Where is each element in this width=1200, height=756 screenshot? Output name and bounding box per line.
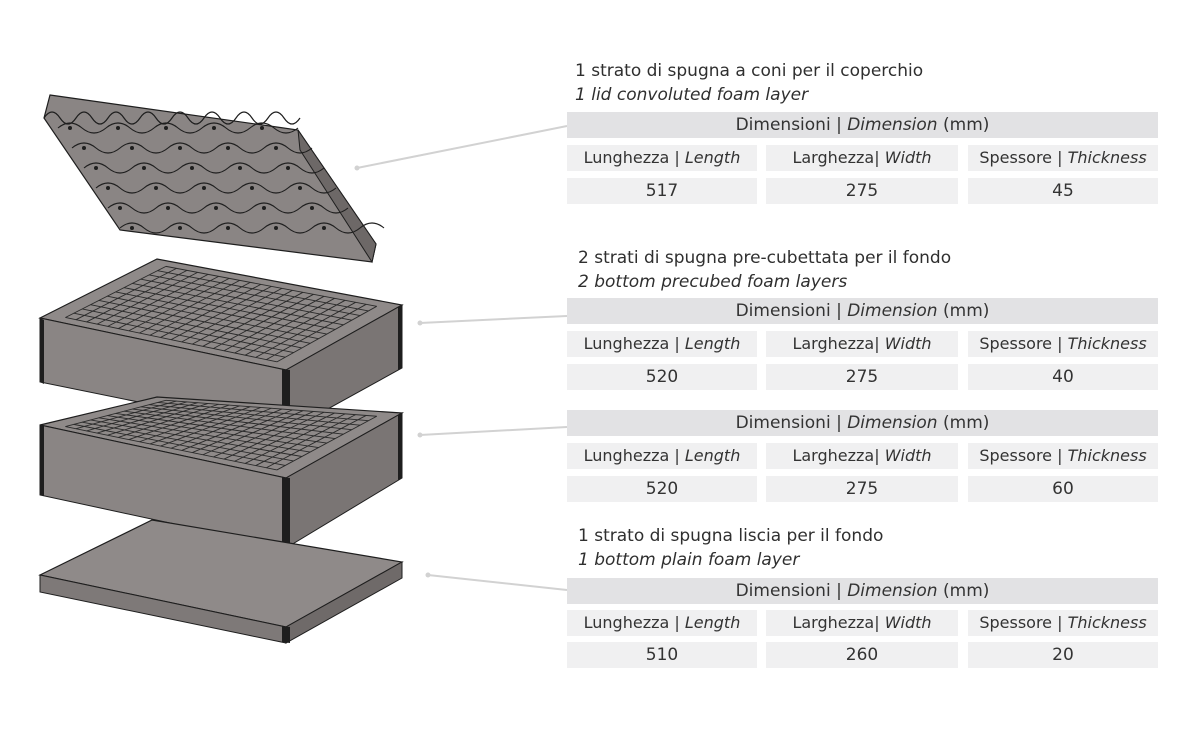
layer-plain-title-en: 1 bottom plain foam layer <box>578 550 800 570</box>
leader-dot-precubed-1 <box>417 320 423 326</box>
precubed-2-length-value: 520 <box>567 476 757 502</box>
precubed-1-thickness-label: Spessore | Thickness <box>968 331 1158 357</box>
plain-thickness-value: 20 <box>968 642 1158 668</box>
plain-length-value: 510 <box>567 642 757 668</box>
precubed-2-length-label: Lunghezza | Length <box>567 443 757 469</box>
precubed-2-width-label: Larghezza| Width <box>766 443 958 469</box>
lid-width-label: Larghezza| Width <box>766 145 958 171</box>
layer-precubed-title-it: 2 strati di spugna pre-cubettata per il … <box>578 248 952 268</box>
header-it: Dimensioni | <box>735 115 842 135</box>
plain-foam-icon <box>38 519 404 644</box>
plain-length-label: Lunghezza | Length <box>567 610 757 636</box>
leader-line-plain <box>427 574 568 591</box>
precubed-2-dimension-header: Dimensioni | Dimension (mm) <box>567 410 1158 436</box>
layer-lid-title-en: 1 lid convoluted foam layer <box>575 85 809 105</box>
precubed-2-thickness-label: Spessore | Thickness <box>968 443 1158 469</box>
leader-dot-plain <box>425 572 431 578</box>
precubed-1-length-value: 520 <box>567 364 757 390</box>
precubed-2-thickness-value: 60 <box>968 476 1158 502</box>
plain-thickness-label: Spessore | Thickness <box>968 610 1158 636</box>
header-unit: (mm) <box>943 115 990 135</box>
leader-dot-lid <box>354 165 360 171</box>
leader-dot-precubed-2 <box>417 432 423 438</box>
leader-line-lid <box>356 125 568 169</box>
layer-lid-title-it: 1 strato di spugna a coni per il coperch… <box>575 61 924 81</box>
leader-line-precubed-1 <box>419 315 568 324</box>
lid-length-value: 517 <box>567 178 757 204</box>
leader-lines <box>354 125 568 591</box>
precubed-2-width-value: 275 <box>766 476 958 502</box>
plain-width-label: Larghezza| Width <box>766 610 958 636</box>
precubed-1-length-label: Lunghezza | Length <box>567 331 757 357</box>
precubed-foam-layer-2-icon <box>39 396 405 549</box>
lid-convoluted-foam-icon <box>43 94 385 264</box>
lid-thickness-value: 45 <box>968 178 1158 204</box>
lid-dimension-header: Dimensioni | Dimension (mm) <box>567 112 1158 138</box>
lid-length-label: Lunghezza | Length <box>567 145 757 171</box>
layer-precubed-caption: 2 strati di spugna pre-cubettata per il … <box>578 246 951 294</box>
precubed-1-thickness-value: 40 <box>968 364 1158 390</box>
plain-width-value: 260 <box>766 642 958 668</box>
leader-line-precubed-2 <box>419 426 568 436</box>
plain-dimension-header: Dimensioni | Dimension (mm) <box>567 578 1158 604</box>
precubed-1-dimension-header: Dimensioni | Dimension (mm) <box>567 298 1158 324</box>
layer-lid-caption: 1 strato di spugna a coni per il coperch… <box>575 59 923 107</box>
layer-precubed-title-en: 2 bottom precubed foam layers <box>578 272 848 292</box>
layer-plain-caption: 1 strato di spugna liscia per il fondo 1… <box>578 524 883 572</box>
precubed-1-width-value: 275 <box>766 364 958 390</box>
layer-plain-title-it: 1 strato di spugna liscia per il fondo <box>578 526 884 546</box>
header-en: Dimension <box>847 115 938 135</box>
lid-thickness-label: Spessore | Thickness <box>968 145 1158 171</box>
precubed-1-width-label: Larghezza| Width <box>766 331 958 357</box>
lid-width-value: 275 <box>766 178 958 204</box>
